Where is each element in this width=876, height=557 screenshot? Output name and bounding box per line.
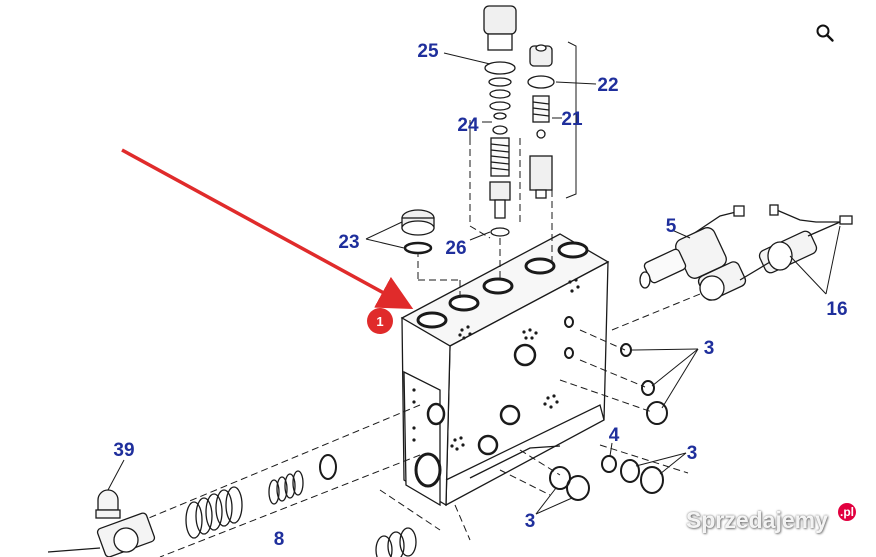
callout-22: 22	[597, 75, 618, 96]
cartridge-valve-21	[527, 44, 555, 199]
callout-3-lower-right: 3	[687, 443, 698, 464]
callout-labels: 25 22 24 21 23 26 5 16 3 4 3 3 39 8	[113, 41, 847, 550]
callout-39: 39	[113, 440, 134, 461]
badge-label: 1	[376, 314, 383, 329]
connector-16	[739, 204, 853, 281]
valve-block	[400, 233, 610, 507]
callout-16: 16	[826, 299, 847, 320]
cartridge-valve-24	[483, 5, 517, 237]
callout-26: 26	[445, 238, 466, 259]
o-rings-3	[549, 343, 668, 501]
callout-21: 21	[561, 109, 583, 130]
solenoid-5	[639, 205, 747, 301]
end-cover	[47, 512, 156, 557]
leader-lines	[107, 41, 841, 515]
callout-3-right: 3	[704, 338, 715, 359]
callout-3-bottom: 3	[525, 511, 536, 532]
callout-25: 25	[417, 41, 439, 62]
highlight-arrow	[121, 148, 414, 310]
magnifier-icon	[816, 24, 834, 42]
plug-23	[401, 209, 435, 255]
callout-23: 23	[338, 232, 359, 253]
watermark-dot: .pl	[838, 503, 856, 521]
cap-nut-39	[95, 489, 121, 519]
highlight-badge: 1	[367, 308, 393, 334]
springs-8	[185, 454, 417, 557]
callout-5: 5	[666, 216, 677, 237]
callout-4: 4	[609, 425, 620, 446]
watermark-text: Sprzedajemy	[686, 507, 828, 533]
callout-24: 24	[457, 115, 479, 136]
zoom-button[interactable]	[808, 16, 842, 50]
callout-8: 8	[274, 529, 285, 550]
